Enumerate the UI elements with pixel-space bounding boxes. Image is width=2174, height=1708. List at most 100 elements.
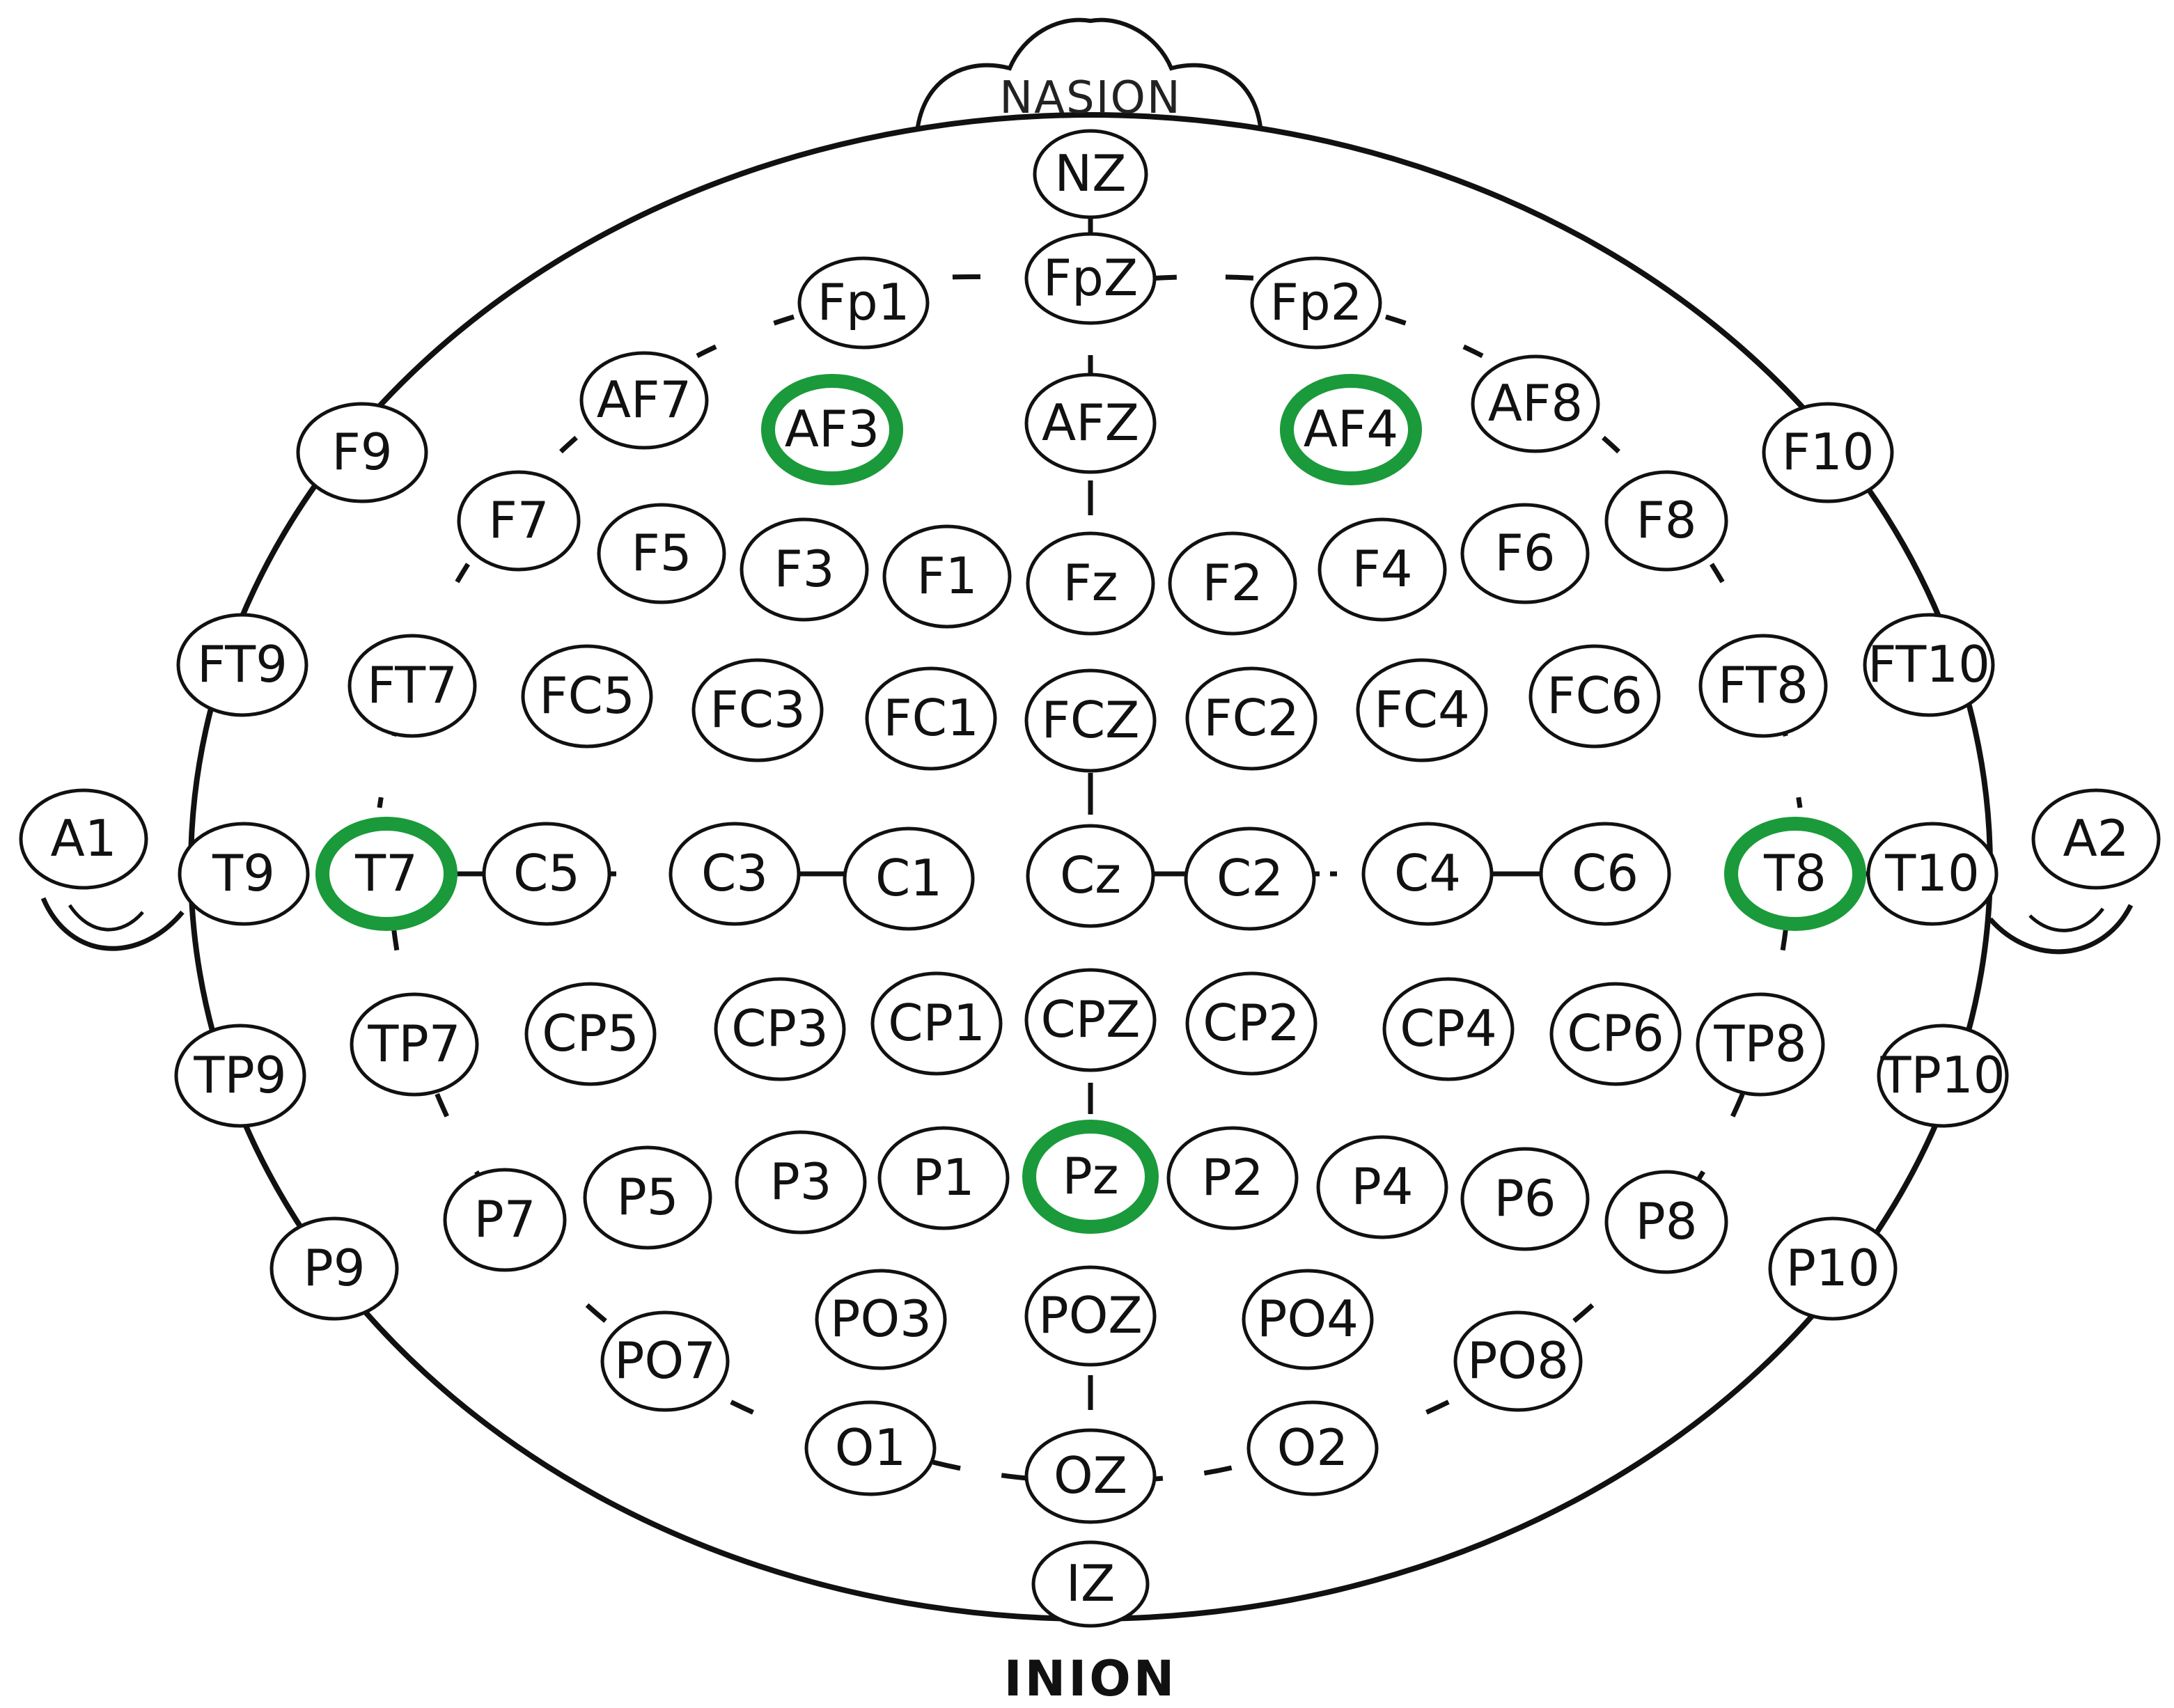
electrode-label: FC4: [1374, 680, 1470, 739]
electrode-highlight-ring: [761, 374, 903, 485]
electrode-ring: [1250, 256, 1382, 350]
electrode-label: FC3: [710, 680, 806, 739]
electrode-ring: [1453, 1310, 1583, 1412]
electrode-ring: [457, 470, 581, 572]
electrode-label: P10: [1785, 1239, 1879, 1297]
electrode-f9: F9: [296, 402, 428, 503]
electrode-label: F6: [1494, 524, 1555, 582]
electrode-p10: P10: [1768, 1216, 1898, 1321]
electrode-ring: [1549, 982, 1682, 1086]
electrode-ring: [740, 517, 869, 622]
electrode-label: P6: [1494, 1169, 1556, 1228]
electrode-ring: [1356, 658, 1488, 762]
electrode-ring: [882, 524, 1012, 629]
electrode-label: TP10: [1879, 1046, 2005, 1104]
electrode-ring: [1024, 232, 1157, 325]
left-ear-arc-inner: [68, 904, 144, 932]
electrode-ring: [174, 1024, 306, 1128]
electrode-ring: [870, 971, 1003, 1076]
electrode-o1: O1: [804, 1400, 937, 1496]
electrode-label: FT8: [1718, 656, 1808, 714]
electrode-label: CP4: [1400, 999, 1497, 1058]
electrode-label: FCZ: [1041, 691, 1139, 749]
electrode-af8: AF8: [1471, 354, 1600, 453]
right-ear-arc-inner: [2028, 907, 2104, 932]
electrode-label: Fp2: [1270, 273, 1363, 331]
electrode-label: O2: [1277, 1418, 1348, 1477]
electrode-fc4: FC4: [1356, 658, 1488, 762]
electrode-ring: [1033, 129, 1148, 219]
electrode-label: F10: [1781, 423, 1874, 481]
electrode-ring: [350, 992, 479, 1097]
electrode-label: P3: [769, 1152, 831, 1211]
electrode-label: FC6: [1547, 666, 1643, 725]
electrode-fc5: FC5: [521, 644, 653, 749]
electrode-ring: [865, 666, 997, 771]
electrode-label: F8: [1636, 491, 1696, 549]
electrode-ring: [19, 788, 148, 890]
electrode-label: TP8: [1713, 1014, 1806, 1073]
electrode-ring: [1024, 373, 1157, 474]
electrode-ring: [877, 1126, 1010, 1230]
electrode-ring: [1184, 826, 1316, 931]
electrode-ring: [1317, 517, 1447, 622]
electrode-t9: T9: [178, 822, 310, 926]
electrode-f10: F10: [1762, 402, 1894, 503]
electrode-label: A2: [2063, 809, 2129, 868]
electrode-label: O1: [835, 1418, 906, 1477]
electrode-label: FC5: [539, 666, 635, 725]
electrode-ring: [1024, 668, 1157, 773]
electrode-c5: C5: [482, 822, 611, 926]
electrode-label: C3: [701, 844, 768, 902]
electrode-label: F1: [916, 547, 977, 605]
electrode-ring: [1768, 1216, 1898, 1321]
electrode-cz: Cz: [1026, 824, 1155, 928]
electrode-label: CPZ: [1040, 990, 1140, 1049]
electrode-f3: F3: [740, 517, 869, 622]
electrode-label: TP9: [193, 1046, 286, 1104]
electrode-a1: A1: [19, 788, 148, 890]
electrode-ring: [1866, 822, 1999, 926]
electrode-af7: AF7: [579, 351, 709, 450]
electrode-tp10: TP10: [1877, 1024, 2009, 1128]
electrode-po8: PO8: [1453, 1310, 1583, 1412]
electrode-ring: [524, 982, 657, 1086]
electrode-ring: [1024, 968, 1157, 1072]
electrode-label: CP6: [1567, 1004, 1664, 1063]
electrode-ring: [1877, 1024, 2009, 1128]
electrode-ring: [269, 1216, 399, 1321]
electrode-ring: [597, 503, 726, 604]
electrode-label: F4: [1352, 540, 1412, 598]
electrode-label: CP1: [888, 994, 985, 1052]
electrode-cp1: CP1: [870, 971, 1003, 1076]
electrode-ring: [1316, 1135, 1448, 1239]
electrode-label: POZ: [1038, 1286, 1142, 1345]
electrode-label: T10: [1884, 844, 1980, 902]
electrode-label: P7: [474, 1190, 535, 1248]
electrode-nz: NZ: [1033, 129, 1148, 219]
electrode-tp9: TP9: [174, 1024, 306, 1128]
electrode-fz: Fz: [1026, 531, 1155, 636]
electrode-ring: [815, 1269, 947, 1370]
electrode-ring: [1185, 666, 1317, 771]
electrode-label: FT7: [367, 656, 458, 714]
electrode-label: TP7: [367, 1014, 460, 1073]
electrode-ring: [1382, 977, 1515, 1081]
electrode-label: T9: [212, 844, 275, 902]
electrode-fp2: Fp2: [1250, 256, 1382, 350]
electrode-ring: [443, 1168, 567, 1272]
electrode-ft8: FT8: [1698, 634, 1828, 738]
electrode-label: AFZ: [1042, 393, 1139, 452]
electrode-ring: [1604, 470, 1728, 572]
electrode-label: PO3: [830, 1290, 932, 1348]
electrode-t10: T10: [1866, 822, 1999, 926]
electrode-p9: P9: [269, 1216, 399, 1321]
electrode-label: Cz: [1060, 846, 1121, 904]
nasion-label: NASION: [999, 72, 1181, 124]
outer-ring-arc-upper-right: [1148, 274, 1379, 299]
electrode-p2: P2: [1166, 1126, 1299, 1230]
electrode-cp4: CP4: [1382, 977, 1515, 1081]
electrode-fc6: FC6: [1528, 644, 1661, 749]
